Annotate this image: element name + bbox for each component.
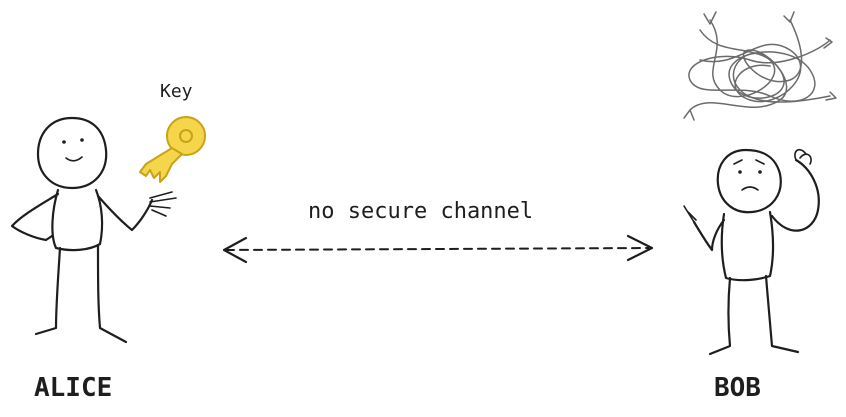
key-label: Key [160,81,193,102]
channel-label: no secure channel [308,199,533,224]
alice-figure [10,116,177,344]
bob-label: BOB [714,373,761,403]
bob-figure [683,148,820,356]
alice-label: ALICE [34,373,112,403]
key-icon [139,116,206,183]
scribble-icon [683,11,837,121]
channel-arrow [222,234,654,264]
